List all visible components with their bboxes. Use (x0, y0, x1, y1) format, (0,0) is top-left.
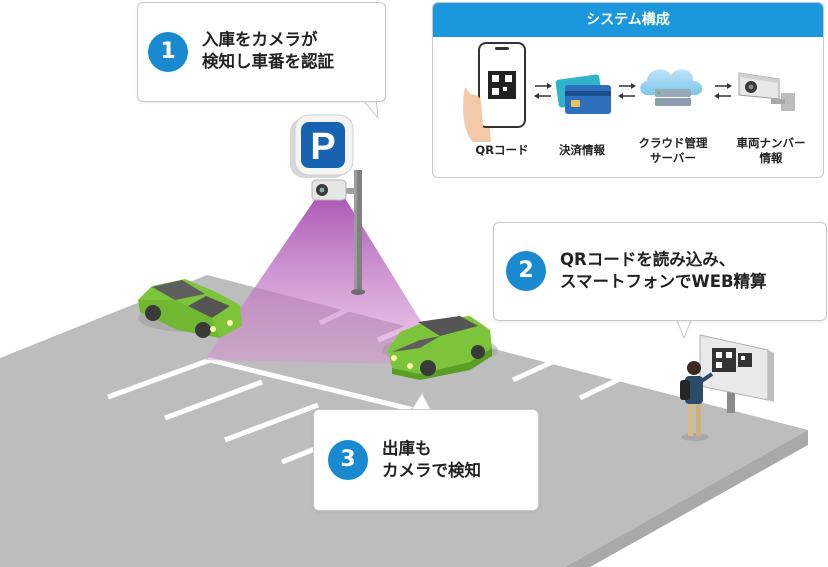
credit-card-icon (555, 74, 611, 114)
step-3-line-1: 出庫も (382, 439, 432, 458)
system-label-payment: 決済情報 (559, 143, 605, 157)
step-2-line-1: QRコードを読み込み、 (560, 250, 736, 269)
step-3-line-2: カメラで検知 (382, 461, 481, 480)
security-camera-icon (738, 72, 795, 111)
system-configuration-panel: システム構成 (432, 2, 824, 178)
system-diagram-icons (463, 42, 795, 142)
system-label-qr-code: QRコード (475, 143, 529, 157)
callout-2-tail (675, 317, 693, 340)
cloud-server-icon (640, 69, 703, 106)
step-3-text: 出庫も カメラで検知 (382, 438, 481, 482)
car-center (382, 316, 498, 380)
bidirectional-arrow-icon (534, 83, 552, 99)
callout-step-3: 3 出庫も カメラで検知 (313, 409, 539, 511)
system-label-cloud-server: クラウド管理 サーバー (623, 136, 723, 166)
qr-kiosk (699, 334, 774, 413)
bidirectional-arrow-icon (714, 83, 732, 99)
cloud-server-line-2: サーバー (650, 151, 696, 165)
parking-sign: P (290, 114, 354, 178)
callout-step-1: 1 入庫をカメラが 検知し車番を認証 (137, 2, 386, 102)
cloud-server-line-1: クラウド管理 (638, 136, 708, 150)
step-2-badge: 2 (506, 251, 546, 291)
system-panel-title: システム構成 (433, 3, 823, 37)
step-1-text: 入庫をカメラが 検知し車番を認証 (202, 29, 334, 73)
sign-pole (351, 170, 365, 295)
person-using-smartphone (680, 361, 714, 441)
car-left (138, 279, 242, 338)
step-1-line-1: 入庫をカメラが (202, 30, 318, 49)
step-1-badge: 1 (148, 32, 188, 72)
smartphone-qr-icon (463, 42, 526, 142)
camera-detection-beam (205, 195, 448, 365)
step-2-text: QRコードを読み込み、 スマートフォンでWEB精算 (560, 249, 767, 293)
surveillance-camera-icon (311, 179, 356, 201)
plate-info-line-2: 情報 (759, 151, 783, 165)
system-label-plate-info: 車両ナンバー 情報 (721, 136, 821, 166)
step-1-line-2: 検知し車番を認証 (202, 52, 334, 71)
plate-info-line-1: 車両ナンバー (736, 136, 806, 150)
kiosk-qr-code-icon (712, 348, 752, 372)
callout-step-2: 2 QRコードを読み込み、 スマートフォンでWEB精算 (493, 222, 827, 321)
step-3-badge: 3 (328, 440, 368, 480)
parking-sign-letter: P (310, 126, 335, 168)
step-2-line-2: スマートフォンでWEB精算 (560, 272, 767, 291)
bidirectional-arrow-icon (618, 83, 636, 99)
